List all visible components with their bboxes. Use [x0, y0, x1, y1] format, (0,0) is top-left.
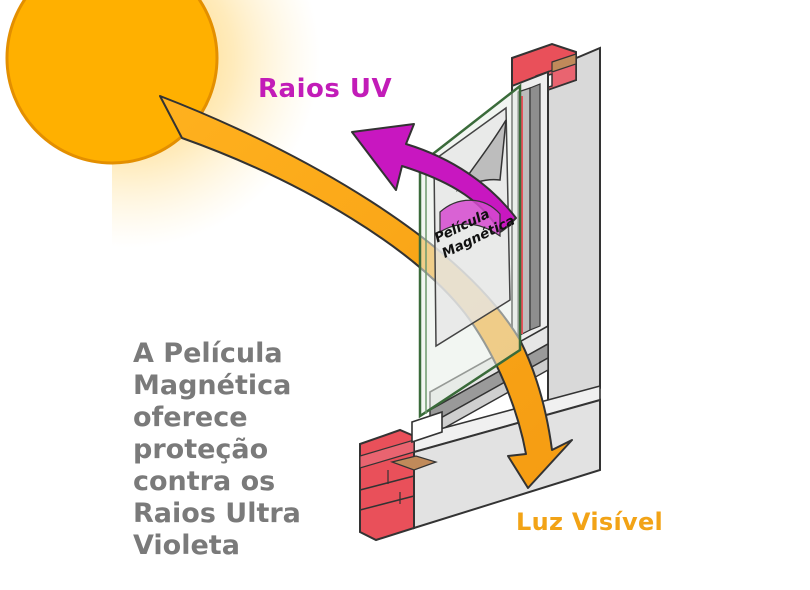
description-line: contra os — [133, 466, 276, 497]
description-line: A Película — [133, 338, 283, 369]
light-beam-icon — [159, 95, 573, 489]
visible-light-label: Luz Visível — [516, 508, 664, 536]
description-text: A Película Magnética oferece proteção co… — [133, 338, 383, 562]
description-line: Violeta — [133, 530, 240, 561]
description-line: oferece — [133, 402, 248, 433]
uv-rays-label: Raios UV — [258, 74, 393, 104]
description-line: Magnética — [133, 370, 292, 401]
description-line: Raios Ultra — [133, 498, 301, 529]
uv-arrow-icon — [351, 123, 517, 238]
description-line: proteção — [133, 434, 269, 465]
